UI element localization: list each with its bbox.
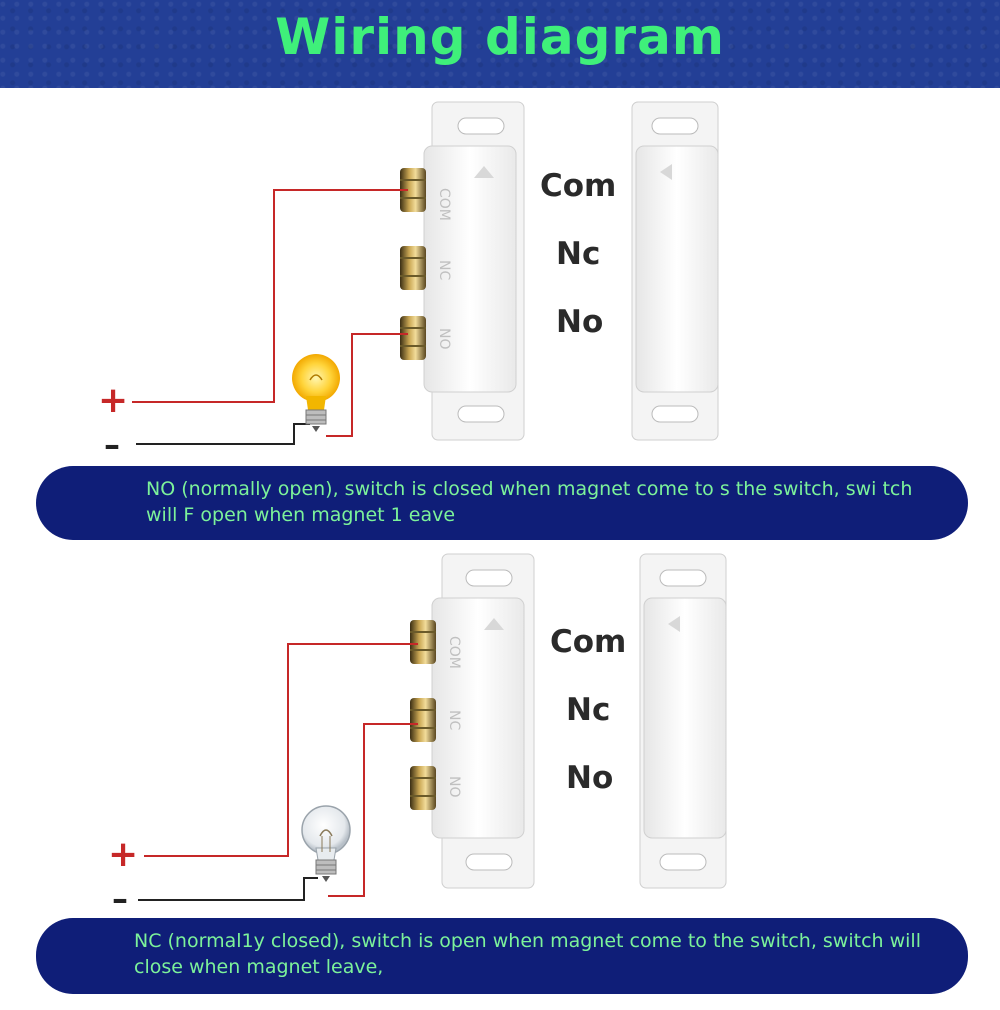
header-banner: Wiring diagram — [0, 0, 1000, 88]
nc-wiring-panel: COM NC NO — [0, 540, 1000, 1010]
no-terminal — [400, 316, 426, 360]
minus-sign: – — [112, 880, 128, 918]
nc-description: NC (normal1y closed), switch is open whe… — [134, 930, 921, 978]
nc-terminal — [410, 698, 436, 742]
nc-terminal-marking: NC — [436, 260, 452, 280]
lit-bulb-icon — [292, 354, 340, 432]
nc-wiring-illustration: COM NC NO — [138, 553, 727, 901]
reed-switch: COM NC NO — [410, 553, 535, 889]
no-terminal-marking: NO — [446, 776, 462, 798]
magnet — [631, 101, 719, 441]
no-wiring-illustration: COM NC NO — [132, 101, 719, 445]
minus-sign: – — [104, 426, 120, 464]
com-terminal — [400, 168, 426, 212]
negative-wire — [136, 423, 310, 445]
com-label: Com — [540, 168, 617, 204]
nc-label: Nc — [566, 692, 611, 728]
positive-wire — [144, 643, 418, 857]
page-title: Wiring diagram — [275, 8, 725, 66]
bulb-to-no-wire — [326, 333, 408, 437]
nc-label: Nc — [556, 236, 601, 272]
no-terminal — [410, 766, 436, 810]
magnet — [639, 553, 727, 889]
com-terminal-marking: COM — [436, 188, 452, 221]
no-description-banner: NO (normally open), switch is closed whe… — [36, 466, 968, 540]
no-description: NO (normally open), switch is closed whe… — [146, 478, 913, 526]
nc-terminal — [400, 246, 426, 290]
com-terminal-marking: COM — [446, 636, 462, 669]
bulb-to-nc-wire — [328, 723, 418, 897]
nc-terminal-marking: NC — [446, 710, 462, 730]
plus-sign: + — [98, 380, 129, 421]
com-terminal — [410, 620, 436, 664]
negative-wire — [138, 877, 318, 901]
reed-switch: COM NC NO — [400, 101, 525, 441]
no-label: No — [556, 304, 604, 340]
positive-wire — [132, 189, 408, 403]
no-terminal-marking: NO — [436, 328, 452, 350]
com-label: Com — [550, 624, 627, 660]
no-label: No — [566, 760, 614, 796]
plus-sign: + — [108, 834, 139, 875]
nc-description-banner: NC (normal1y closed), switch is open whe… — [36, 918, 968, 994]
no-wiring-panel: COM NC NO — [0, 88, 1000, 558]
unlit-bulb-icon — [301, 805, 351, 882]
